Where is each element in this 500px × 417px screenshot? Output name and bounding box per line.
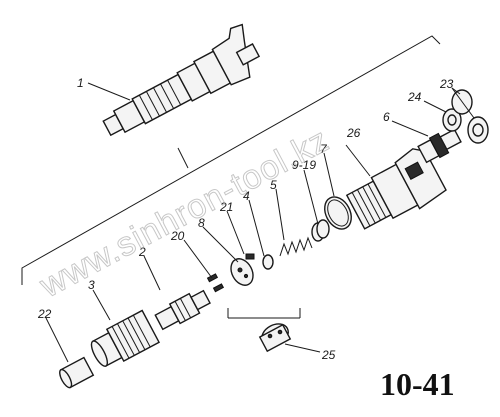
assembly-bracket xyxy=(21,35,441,319)
callout-7: 7 xyxy=(320,142,328,156)
part-3-nozzle-nut xyxy=(90,309,161,367)
part-25-valve-plate xyxy=(258,323,292,353)
part-1-assembled-injector xyxy=(102,23,261,137)
callout-25: 25 xyxy=(321,348,336,362)
part-26-housing xyxy=(345,148,447,230)
callout-8: 8 xyxy=(198,216,205,230)
part-22-nozzle-cap xyxy=(59,356,95,389)
figure-number: 10-41 xyxy=(380,366,455,402)
part-8-intermediate-plate xyxy=(230,258,254,286)
callout-1: 1 xyxy=(77,76,84,90)
callout-20: 20 xyxy=(170,229,185,243)
part-6-inlet-fitting xyxy=(417,128,462,164)
callout-3: 3 xyxy=(88,278,95,292)
part-9-19-shims xyxy=(311,219,330,242)
callout-9-19: 9-19 xyxy=(292,158,316,172)
callout-24: 24 xyxy=(407,90,422,104)
callout-26: 26 xyxy=(346,126,361,140)
leader-lines xyxy=(45,82,475,363)
callout-21: 21 xyxy=(219,200,233,214)
part-20-21-pins xyxy=(206,273,225,293)
part-24-nut xyxy=(442,108,462,132)
watermark-text: www.sinhron-tool.kz xyxy=(33,121,335,306)
callout-5: 5 xyxy=(270,178,277,192)
callout-22: 22 xyxy=(37,307,52,321)
part-2-nozzle-valve xyxy=(154,289,211,331)
callout-4: 4 xyxy=(243,189,250,203)
callout-labels: 1 2 3 4 5 6 7 8 9-19 20 21 22 23 24 25 2… xyxy=(37,76,454,362)
part-5-spring xyxy=(279,236,313,257)
callout-6: 6 xyxy=(383,110,390,124)
callout-23: 23 xyxy=(439,77,454,91)
part-7-seal-ring xyxy=(324,196,352,230)
part-4-spring-seat xyxy=(245,253,274,270)
callout-2: 2 xyxy=(138,245,146,259)
